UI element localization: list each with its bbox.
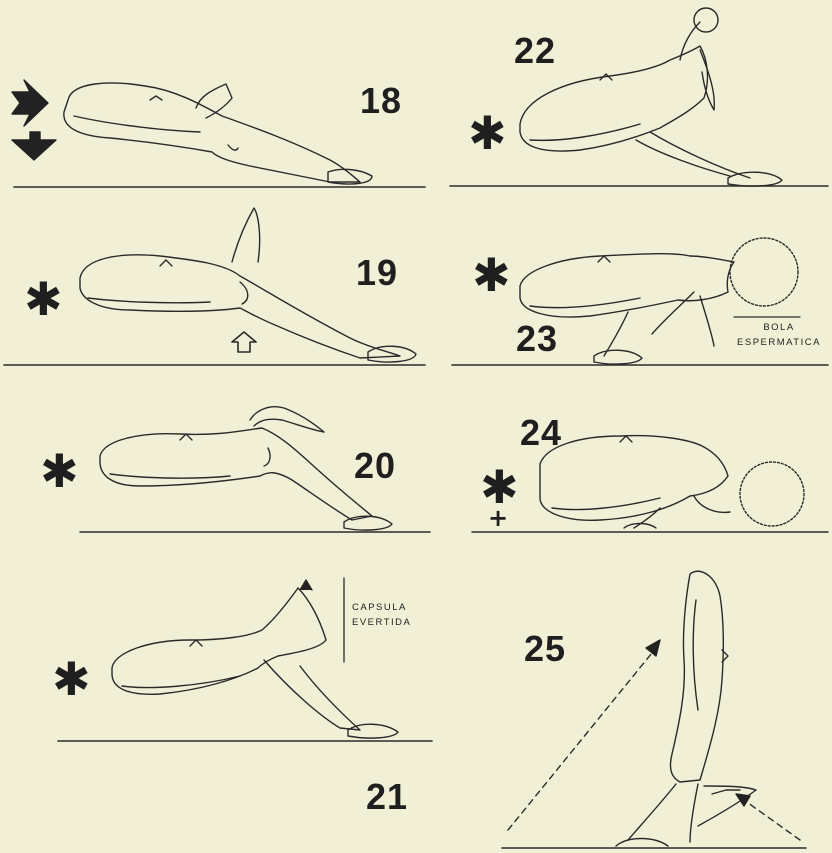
panel-number-23: 23 [516, 318, 558, 360]
asterisk-marker-20: ✱ [40, 448, 79, 494]
snail-body-25 [616, 571, 756, 846]
asterisk-marker-22: ✱ [468, 110, 507, 156]
panel-number-19: 19 [356, 252, 398, 294]
panel-number-24: 24 [520, 412, 562, 454]
dashed-arrow-right [744, 800, 800, 840]
label-capsula-evertida: CAPSULA EVERTIDA [352, 600, 411, 630]
dashed-arrowhead-right-icon [736, 794, 750, 806]
label-bola-espermatica: BOLA ESPERMATICA [724, 320, 832, 350]
dashed-arrowhead-left-icon [646, 640, 660, 656]
panel-number-20: 20 [354, 445, 396, 487]
panel-number-21: 21 [366, 776, 408, 818]
panel-number-22: 22 [514, 30, 556, 72]
asterisk-marker-19: ✱ [24, 276, 63, 322]
label-capsula-line1: CAPSULA [352, 600, 411, 615]
asterisk-marker-23: ✱ [472, 252, 511, 298]
plus-marker-24: + [488, 504, 508, 532]
snail-body-24 [540, 436, 804, 528]
label-bola-line2: ESPERMATICA [724, 335, 832, 350]
arrow-right-icon [12, 80, 48, 126]
snail-body-20 [100, 407, 392, 530]
label-capsula-line2: EVERTIDA [352, 615, 411, 630]
asterisk-marker-21: ✱ [52, 656, 91, 702]
outline-arrow-up-icon [232, 332, 256, 352]
label-bola-line1: BOLA [724, 320, 832, 335]
sperm-ball-24 [740, 462, 804, 526]
dashed-arrow-left [508, 648, 656, 830]
arrow-down-icon [12, 132, 56, 160]
snail-body-22 [520, 8, 782, 186]
sperm-ball-23 [730, 238, 798, 306]
panel-number-18: 18 [360, 80, 402, 122]
sperm-ball-22 [694, 8, 718, 32]
snail-body-18 [64, 83, 372, 184]
panel-number-25: 25 [524, 628, 566, 670]
